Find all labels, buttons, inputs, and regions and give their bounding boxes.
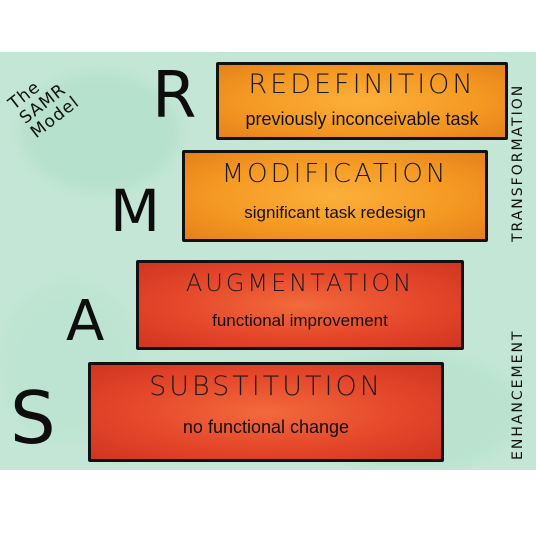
transformation-label: TRANSFORMATION [510, 83, 526, 242]
letter-m: M [110, 177, 161, 245]
level-subtitle: functional improvement [212, 311, 388, 330]
level-title: SUBSTITUTION [149, 371, 383, 402]
level-augmentation: AUGMENTATION functional improvement [136, 260, 464, 350]
level-modification: MODIFICATION significant task redesign [182, 150, 488, 242]
level-substitution: SUBSTITUTION no functional change [88, 362, 444, 462]
samr-diagram: The SAMR Model R M A S REDEFINITION prev… [0, 52, 536, 470]
letter-r: R [152, 59, 197, 133]
level-subtitle: significant task redesign [244, 203, 426, 222]
level-subtitle: no functional change [182, 417, 350, 437]
level-title: AUGMENTATION [185, 269, 415, 297]
level-subtitle: previously inconceivable task [245, 109, 479, 129]
letter-a: A [66, 289, 105, 354]
letter-s: S [10, 376, 56, 460]
enhancement-label: ENHANCEMENT [510, 329, 526, 460]
level-redefinition: REDEFINITION previously inconceivable ta… [216, 62, 508, 140]
level-title: REDEFINITION [248, 69, 476, 100]
level-title: MODIFICATION [221, 159, 449, 189]
background-wash [20, 72, 180, 192]
